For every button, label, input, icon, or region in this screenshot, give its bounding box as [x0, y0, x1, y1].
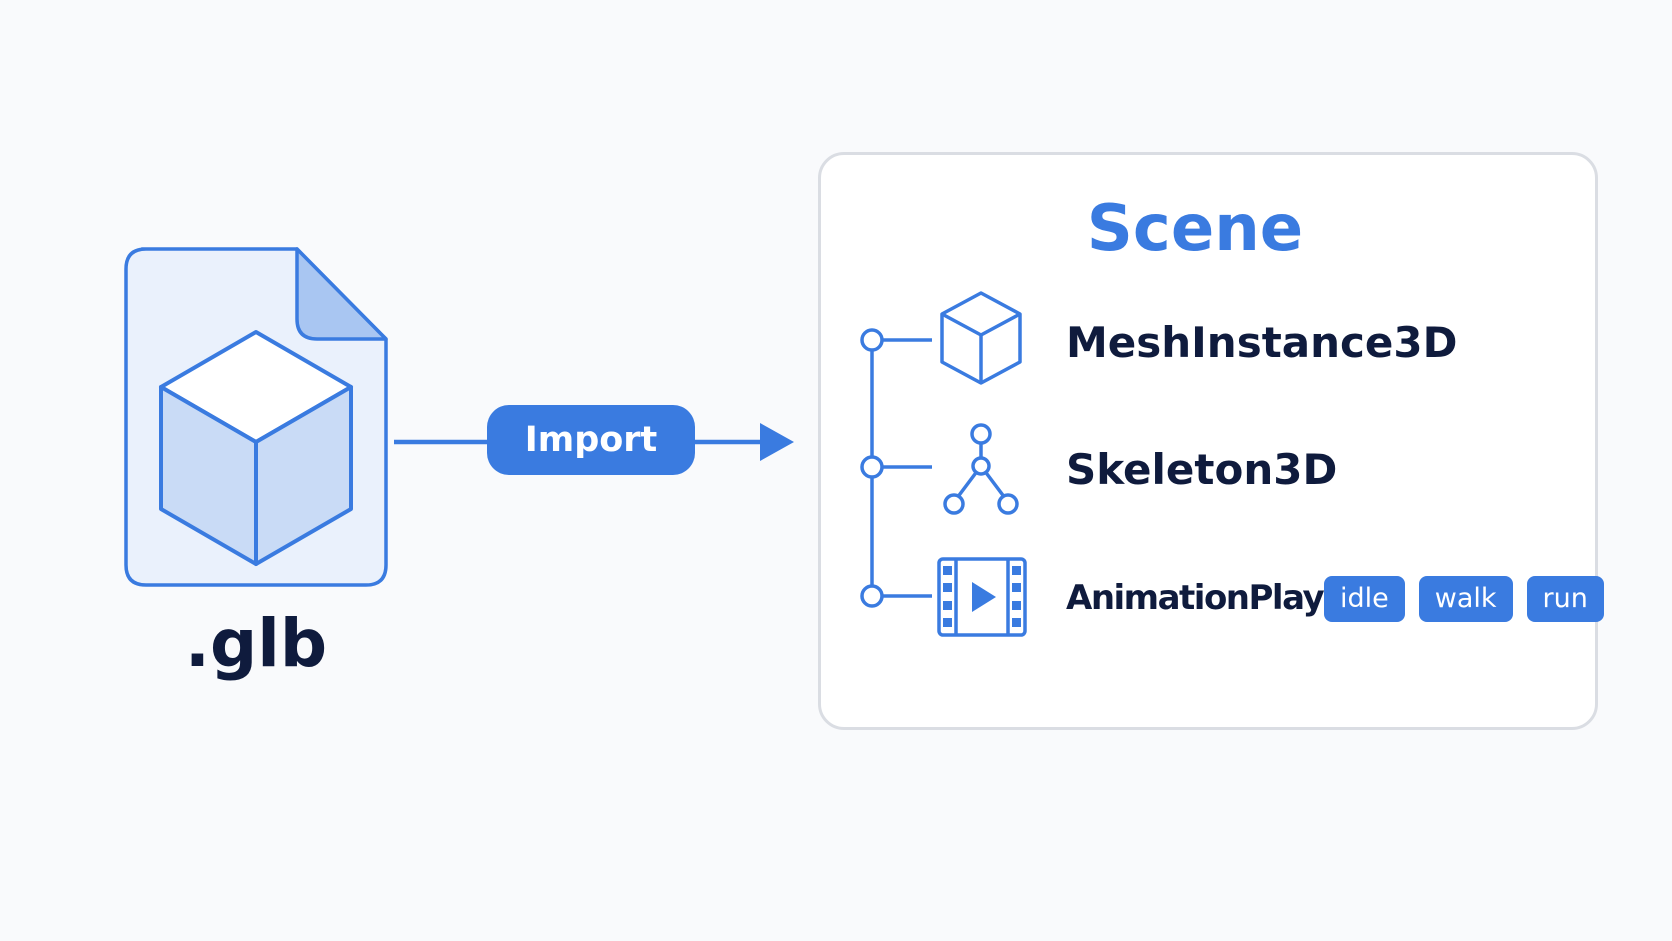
glb-file-icon	[124, 247, 388, 587]
film-play-icon	[937, 557, 1027, 637]
file-extension-label: .glb	[184, 605, 328, 682]
animation-tag-idle[interactable]: idle	[1324, 576, 1405, 622]
skeleton-bones-icon	[943, 423, 1019, 515]
node-label-animationplayer: AnimationPlayer	[1066, 578, 1361, 618]
import-button[interactable]: Import	[487, 405, 695, 475]
node-label-meshinstance3d: MeshInstance3D	[1066, 318, 1458, 367]
node-label-skeleton3d: Skeleton3D	[1066, 445, 1338, 494]
cube-icon	[159, 330, 353, 566]
animation-tag-walk[interactable]: walk	[1418, 576, 1513, 622]
animation-tag-run[interactable]: run	[1526, 576, 1604, 622]
animation-tags: idle walk run	[1324, 576, 1604, 622]
scene-title: Scene	[1086, 192, 1304, 266]
scene-tree-connectors	[860, 328, 932, 608]
cube-icon	[940, 291, 1022, 385]
